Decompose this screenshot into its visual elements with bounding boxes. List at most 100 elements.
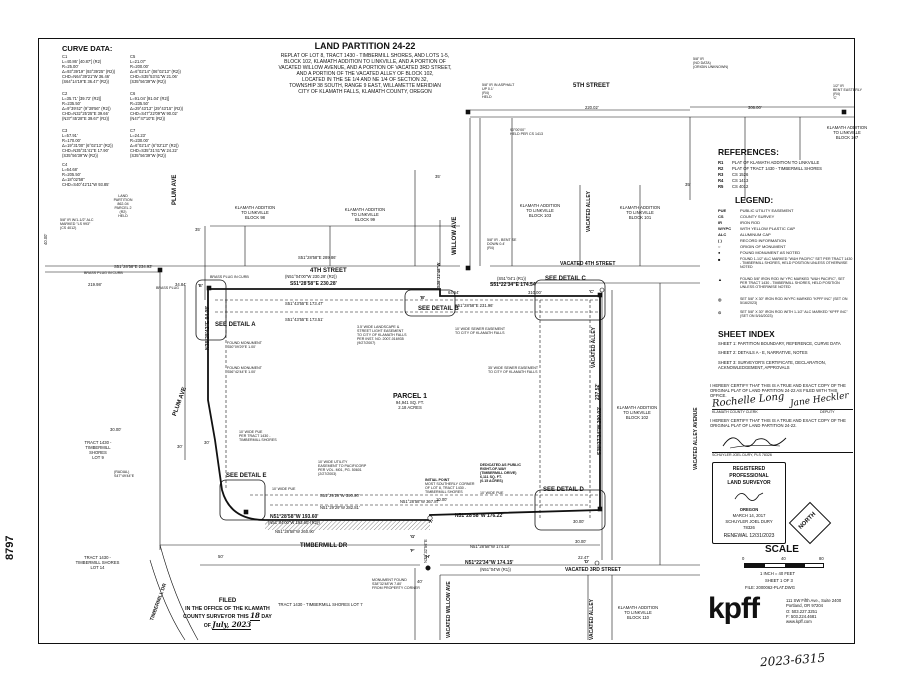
- filed-text: OF: [203, 622, 211, 629]
- street-willow: WILLOW AVE: [452, 216, 458, 255]
- ref-key: R1: [718, 160, 724, 165]
- curve-line: R=230.00': [130, 137, 149, 143]
- street-timbermill: TIMBERMILL DR: [300, 543, 348, 549]
- note-line: 35' WIDE SEWER EASEMENT: [488, 366, 539, 370]
- street-4th: 4TH STREET: [310, 268, 347, 274]
- ref-value: CS 4012: [732, 184, 749, 189]
- signature-stamp-icon: [734, 492, 764, 501]
- scale-bar: [744, 563, 824, 568]
- note-line: S56°42'44"E 1.00': [227, 370, 256, 374]
- surveyor-label: SCHUYLER JOEL DURY, PLS 78326: [712, 453, 772, 457]
- tract-line: SHORES: [89, 450, 107, 455]
- tract-timbermill-shores: TRACT 1430 - TIMBERMILL SHORES LOT 9: [78, 440, 118, 460]
- note-brass-plug-1: BRASS PLUG IN CURB: [210, 275, 249, 279]
- dist-30-c: 30.00': [110, 427, 122, 432]
- bearing-mid-2: S51°29'29"W 390.90': [320, 493, 360, 498]
- note-rebar-right: 1/2" IR BENT EASTERLY (R4) 'C': [833, 84, 862, 100]
- curve-line: Δ=93°39'19" (93°39'25" (R2)): [62, 68, 116, 74]
- sheet-index-row: SHEET 2: DETAILS A - E, NARRATIVE, NOTES: [718, 350, 808, 355]
- block-102: KLAMATH ADDITION TO LINKVILLE BLOCK 102: [612, 405, 662, 420]
- block-line: KLAMATH ADDITION: [826, 125, 868, 130]
- point-e: 'E': [198, 283, 203, 288]
- note-radial: (RADIAL) S47°49'44"E: [114, 470, 134, 478]
- note-line: PER VOL. M01, PG. 50601: [318, 468, 362, 472]
- note-line: 'C': [833, 96, 837, 100]
- block-line: TO LINKVILLE: [526, 208, 554, 213]
- block-line: BLOCK 99: [354, 217, 376, 222]
- subtitle-line: VACATED WILLOW AVENUE, AND A PORTION OF …: [278, 65, 452, 71]
- surveyor-seal: REGISTERED PROFESSIONAL LAND SURVEYOR OR…: [712, 462, 786, 544]
- bearing-top-sub3: S51°43'55"E 173.51': [285, 317, 324, 322]
- note-line: INITIAL POINT: [425, 478, 450, 482]
- bearing-right-top-record: (S51°04'1 (R1)): [497, 276, 527, 281]
- note-line: (TIMBERMILL DRIVE): [480, 471, 517, 475]
- point-h: 'H': [425, 554, 431, 559]
- filed-line-4: OF July, 2023: [180, 619, 275, 630]
- curve-line: L=91.04' [91.04' (R2)]: [130, 95, 170, 101]
- dist-219-98: 219.98': [88, 282, 102, 287]
- block-line: BLOCK 101: [628, 215, 652, 220]
- point-g: 'G': [410, 534, 416, 539]
- legend-row: ▲FOUND 5/8" IRON ROD W/ YPC MARKED "W&H …: [718, 277, 853, 289]
- certification-text-1: I HEREBY CERTIFY THAT THIS IS A TRUE AND…: [710, 383, 846, 399]
- block-101: KLAMATH ADDITION TO LINKVILLE BLOCK 101: [615, 205, 665, 220]
- note-pue-tract: 10' WIDE PUE PER TRACT 1430 - TIMBERMILL…: [239, 430, 277, 442]
- seal-date: MARCH 14, 2017: [732, 513, 766, 518]
- legend-value: IRON ROD: [740, 220, 760, 225]
- lp-line: 862-04: [117, 202, 129, 206]
- curve-c3: C3 L=57.91' R=170.00' Δ=19°31'00" (6°02'…: [62, 128, 113, 158]
- dist-35-b: 35': [195, 227, 201, 232]
- note-dedicated-row: DEDICATED AS PUBLIC RIGHT-OF-WAY (TIMBER…: [480, 463, 521, 483]
- curve-line: CHD=S47°22'09"W 90.02': [130, 110, 178, 116]
- legend-value: RECORD INFORMATION: [740, 238, 787, 243]
- legend-row: ⊙SET 5/8" X 30" IRON ROD WITH 1-1/2" ALC…: [718, 310, 853, 318]
- legend-row: ◎SET 5/8" X 30" IRON ROD W/YPC MARKED "K…: [718, 297, 853, 305]
- ref-value: CS 1413: [732, 178, 749, 183]
- curve-line: CHD=S35°53'41"W 21.06': [130, 73, 178, 79]
- note-line: (NO DATA): [693, 61, 711, 65]
- bearing-bottom-main-record: (N51°04'W (R1)): [480, 567, 511, 572]
- note-line: 10' WIDE PUE: [239, 430, 263, 434]
- scale-tick: 0: [742, 556, 745, 561]
- note-line: 3.5' WIDE LANDSCAPE &: [357, 325, 400, 329]
- note-rebar-mid: 5/8" IR - BENT SE DOWN 0.4' (R4): [487, 238, 516, 250]
- plat-subtitle: REPLAT OF LOT 8, TRACT 1430 - TIMBERMILL…: [250, 53, 480, 95]
- filed-stamp: FILED IN THE OFFICE OF THE KLAMATH COUNT…: [180, 598, 275, 630]
- parcel-label: PARCEL 1 94,941 SQ. FT. 2.18 ACRES: [370, 393, 450, 410]
- street-vac-alley: VACATED ALLEY: [586, 190, 592, 232]
- filed-line: IN THE OFFICE OF THE KLAMATH: [185, 605, 270, 612]
- note-brass-plug-2: BRASS PLUG IN CURB: [84, 271, 123, 275]
- lp-line: PARTITION: [113, 198, 133, 202]
- scale-caption: 1 INCH = 40 FEET: [760, 571, 796, 576]
- note-line: (RADIAL): [114, 470, 130, 474]
- filed-day: 18: [250, 611, 260, 621]
- block-line: TO LINKVILLE: [351, 212, 379, 217]
- filed-line-3: COUNTY SURVEYOR THIS 18 DAY: [180, 611, 275, 621]
- note-found-monument-1: FOUND MONUMENT S50°09'29"E 1.00': [227, 341, 262, 349]
- note-line: FOUND MONUMENT: [227, 366, 262, 370]
- note-line: (9/27/2007): [357, 341, 376, 345]
- curve-line: Δ=6°02'14" (06°02'13" (R2)): [130, 68, 181, 74]
- block-line: TO LINKVILLE: [833, 130, 861, 135]
- note-line: OF LOT 8, TRACT 1430 -: [425, 486, 466, 490]
- note-line: (R4): [482, 91, 489, 95]
- dist-64: 64.54': [448, 290, 460, 295]
- note-line: 5/8" IR - BENT SE: [487, 238, 517, 242]
- lp-line: (R2): [119, 210, 127, 214]
- dist-30ft-b: 30': [177, 444, 183, 449]
- deputy-label: DEPUTY: [820, 410, 835, 414]
- detail-d: SEE DETAIL D: [543, 487, 584, 493]
- curve-id: C6: [130, 91, 136, 96]
- subtitle-line: REPLAT OF LOT 8, TRACT 1430 - TIMBERMILL…: [280, 53, 450, 59]
- street-5th: 5TH STREET: [573, 83, 610, 89]
- block-98: KLAMATH ADDITION TO LINKVILLE BLOCK 98: [230, 205, 280, 220]
- certification-text-2: I HEREBY CERTIFY THAT THIS IS A TRUE AND…: [710, 418, 846, 429]
- curve-data-heading: CURVE DATA:: [62, 44, 113, 53]
- tract-lot-7: TRACT 1430 - TIMBERMILL SHORES LOT 7: [278, 602, 363, 607]
- street-vac-alley-right: VACATED ALLEY: [591, 326, 597, 368]
- sheet-index-row: SHEET 3: SURVEYOR'S CERTIFICATE, DECLARA…: [718, 360, 826, 371]
